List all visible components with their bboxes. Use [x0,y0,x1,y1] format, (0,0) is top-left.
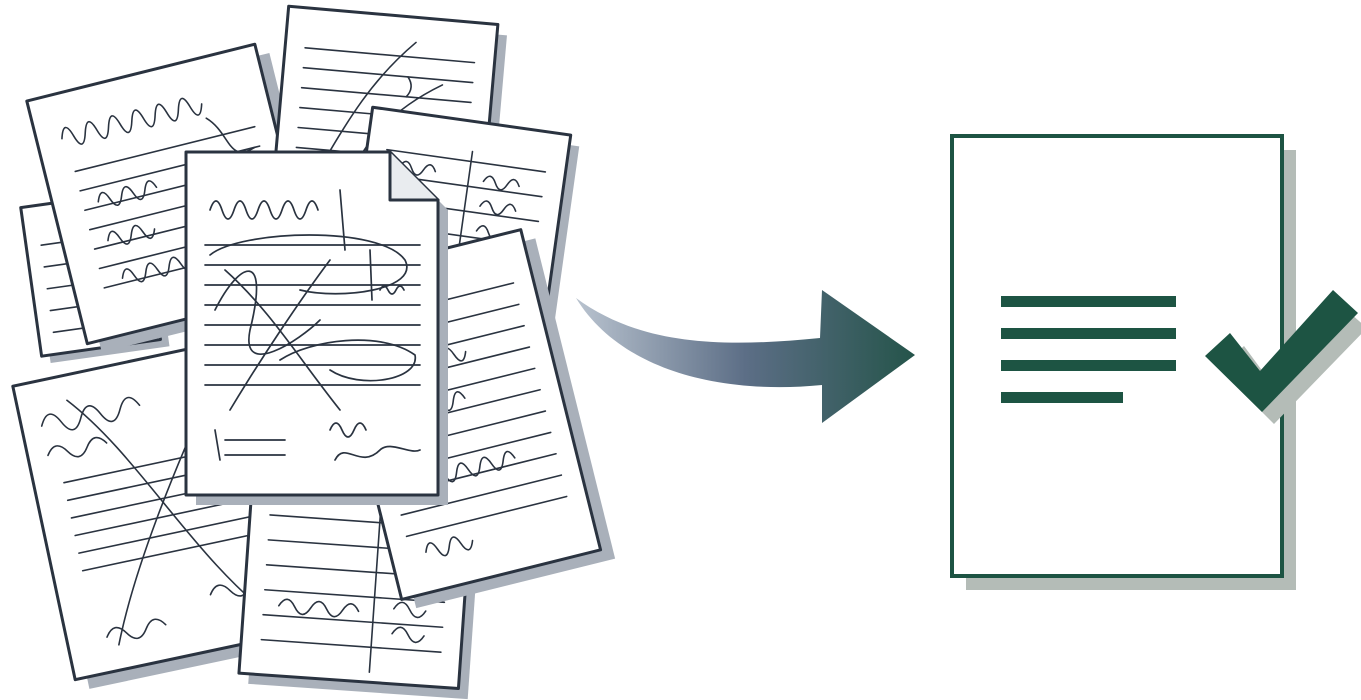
text-line [1001,360,1176,371]
messy-sheet-front [186,152,448,505]
curved-arrow-icon [576,290,915,423]
text-line [1001,296,1176,307]
messy-paper-pile-icon [13,6,615,699]
text-line [1001,328,1176,339]
text-line [1001,392,1123,403]
